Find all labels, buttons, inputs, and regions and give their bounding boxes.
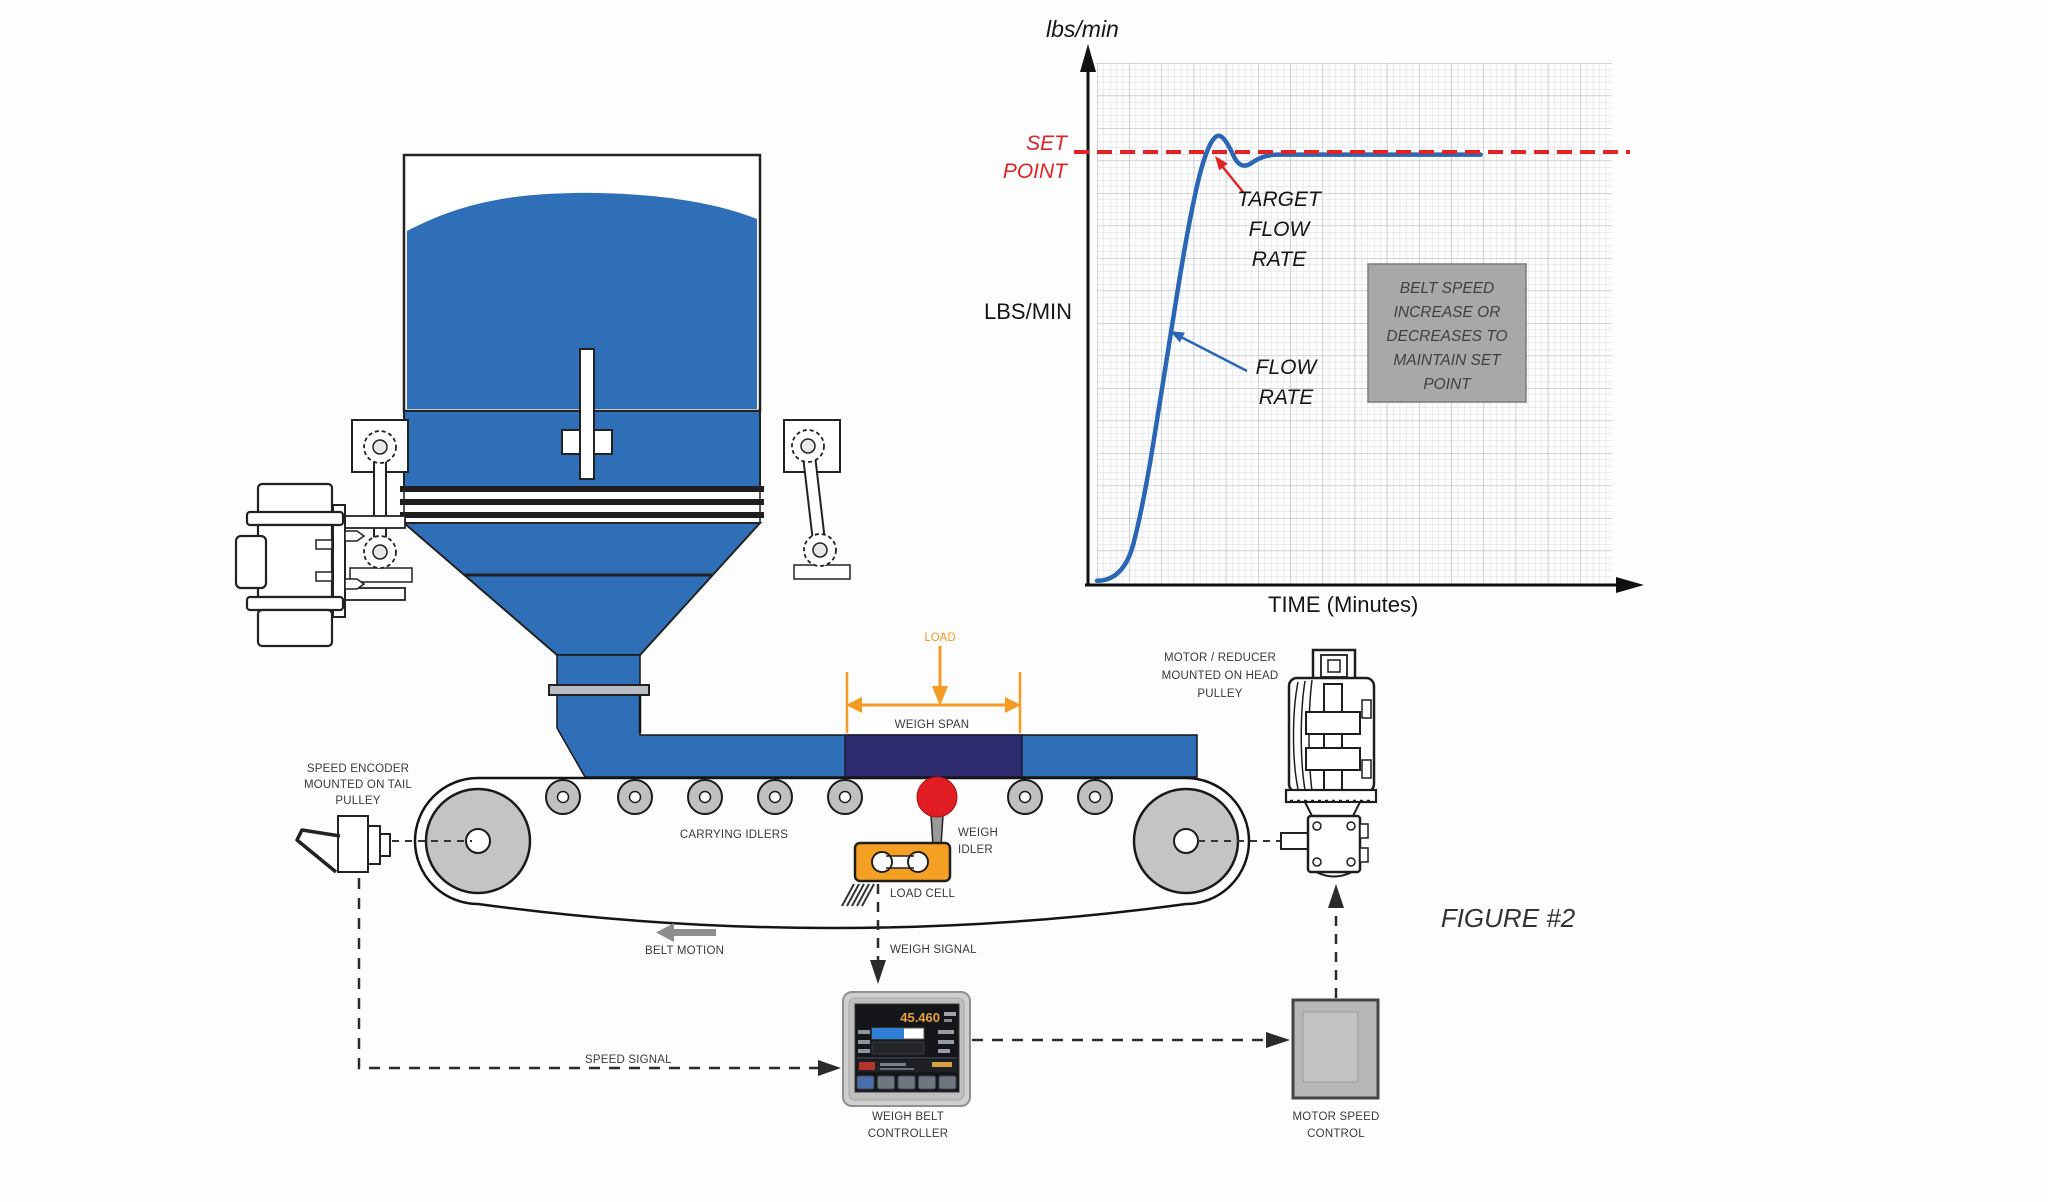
figure-caption: FIGURE #2: [1441, 903, 1576, 933]
chute-flange: [548, 684, 650, 696]
carrying-idler: [1007, 779, 1043, 815]
motor-reducer-label: PULLEY: [1197, 688, 1242, 700]
diagram-labels: SPEED ENCODER MOUNTED ON TAIL PULLEY CAR…: [304, 632, 1576, 1140]
speed-encoder-label: PULLEY: [335, 795, 380, 807]
y-axis-arrow-icon: [1080, 44, 1096, 72]
weigh-belt-controller-label: CONTROLLER: [868, 1128, 949, 1140]
signal-lines: [357, 878, 1344, 1076]
chart-series: [1074, 133, 1630, 584]
target-flow-arrow: [1221, 165, 1244, 193]
set-point-label: POINT: [1003, 160, 1069, 183]
flow-rate-label: FLOW: [1256, 356, 1319, 379]
encoder-torque-arm: [295, 828, 341, 874]
y-axis-label: LBS/MIN: [984, 299, 1072, 324]
gearbox: [1306, 814, 1362, 874]
note-box-line: MAINTAIN SET: [1393, 352, 1502, 369]
load-cell-label: LOAD CELL: [890, 888, 955, 900]
motor-speed-control-label: CONTROL: [1307, 1128, 1365, 1140]
speed-signal-line: [357, 878, 818, 1070]
carrying-idler: [617, 779, 653, 815]
note-box-line: INCREASE OR: [1394, 304, 1501, 321]
gearbox-input-shaft: [1280, 832, 1310, 850]
belt-motion-label: BELT MOTION: [645, 945, 724, 957]
hopper-material: [407, 192, 757, 409]
weigh-idler-label: IDLER: [958, 844, 993, 856]
note-box-line: BELT SPEED: [1400, 280, 1494, 297]
controller-button: [856, 1075, 875, 1090]
controller-button: [938, 1075, 957, 1090]
carrying-idler: [757, 779, 793, 815]
weigh-belt-controller-label: WEIGH BELT: [872, 1111, 944, 1123]
target-flow-label: FLOW: [1249, 218, 1312, 241]
hopper-cone: [401, 522, 763, 656]
set-point-label: SET: [1026, 132, 1069, 155]
flow-chart: BELT SPEED INCREASE OR DECREASES TO MAIN…: [984, 16, 1644, 617]
target-flow-label: RATE: [1252, 248, 1307, 271]
load-annotation: [845, 646, 1022, 733]
carrying-idler: [827, 779, 863, 815]
right-hanger-link: [783, 419, 851, 580]
weigh-span-label: WEIGH SPAN: [895, 719, 970, 731]
tie-rod: [579, 348, 595, 480]
controller-buttons: [856, 1075, 957, 1090]
carrying-idler: [545, 779, 581, 815]
carrying-idlers: [545, 779, 1113, 815]
speed-signal-label: SPEED SIGNAL: [585, 1054, 672, 1066]
target-flow-arrowhead-icon: [1215, 156, 1228, 171]
weigh-idler: [916, 776, 958, 818]
flow-rate-arrow: [1180, 335, 1248, 373]
controller-display-value: 45.460: [900, 1010, 940, 1025]
flow-rate-arrowhead-icon: [1170, 331, 1185, 343]
motor-reducer-label: MOTOR / REDUCER: [1164, 652, 1276, 664]
flow-rate-label: RATE: [1259, 386, 1314, 409]
note-box-line: POINT: [1423, 376, 1472, 393]
controller-logo: [859, 1062, 875, 1070]
x-axis-label: TIME (Minutes): [1268, 592, 1418, 617]
motor-reducer: [1198, 648, 1378, 878]
y-axis-unit-label: lbs/min: [1046, 16, 1119, 42]
motor-reducer-label: MOUNTED ON HEAD: [1162, 670, 1279, 682]
weigh-span-material: [844, 734, 1023, 778]
carrying-idler: [687, 779, 723, 815]
speed-encoder-label: MOUNTED ON TAIL: [304, 779, 412, 791]
belt-motion-arrow-icon: [656, 923, 716, 942]
note-box: [1367, 263, 1527, 403]
ground-hatch-icon: [841, 883, 875, 907]
hopper: [349, 153, 1198, 778]
belt: [413, 776, 1251, 930]
hopper-chute-and-material-strip: [556, 654, 1198, 778]
carrying-idler: [1077, 779, 1113, 815]
left-hanger-link: [349, 419, 413, 583]
weigh-signal-label: WEIGH SIGNAL: [890, 944, 977, 956]
conveyor: [413, 776, 1251, 942]
controller-button: [918, 1075, 936, 1090]
vibration-motor: [234, 482, 406, 648]
load-label: LOAD: [924, 632, 955, 644]
weigh-belt-controller: 45.460: [842, 991, 971, 1107]
speed-encoder: [295, 815, 472, 874]
flow-rate-curve: [1094, 133, 1483, 584]
controller-button: [897, 1075, 916, 1090]
motor-speed-control-label: MOTOR SPEED: [1293, 1111, 1380, 1123]
weigh-idler-label: WEIGH: [958, 827, 998, 839]
carrying-idlers-label: CARRYING IDLERS: [680, 829, 788, 841]
speed-encoder-label: SPEED ENCODER: [307, 763, 409, 775]
x-axis-arrow-icon: [1616, 577, 1644, 593]
target-flow-label: TARGET: [1237, 188, 1323, 211]
motor-speed-control: [1291, 998, 1380, 1100]
controller-button: [877, 1075, 895, 1090]
note-box-line: DECREASES TO: [1386, 328, 1507, 345]
